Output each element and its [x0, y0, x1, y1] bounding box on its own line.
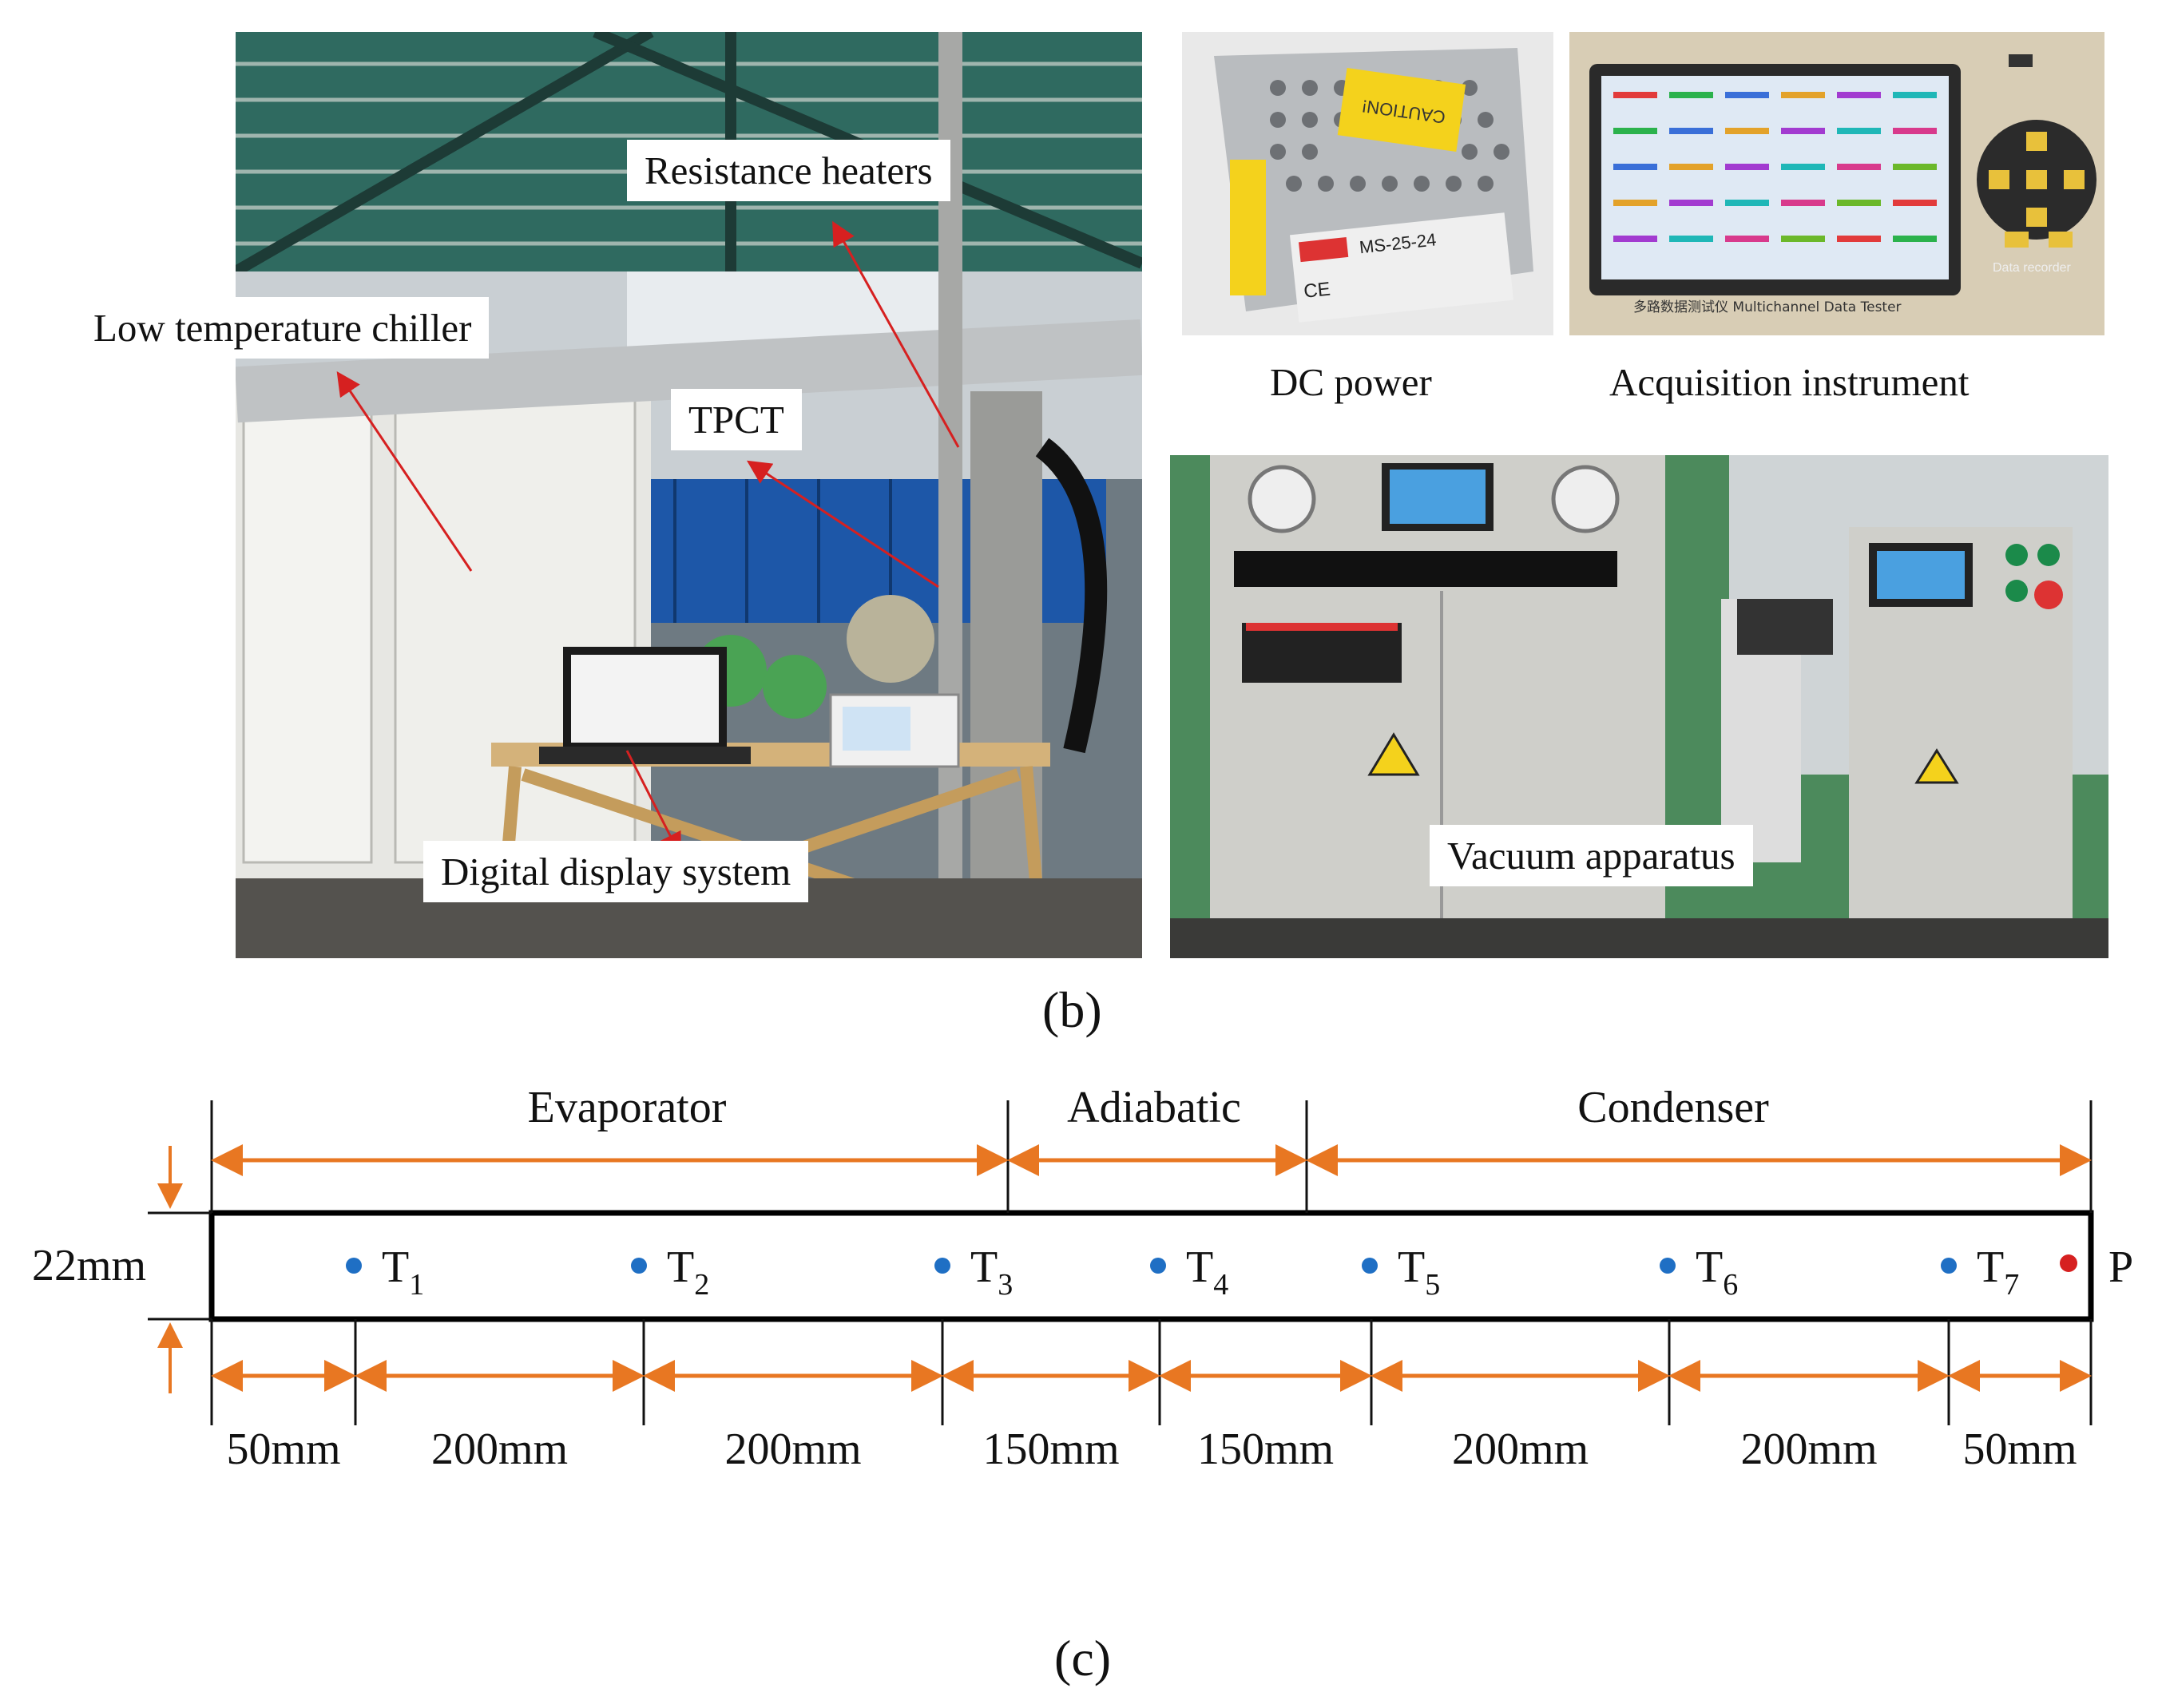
caption-dc-power: DC power: [1270, 360, 1432, 404]
spacing-label: 50mm: [226, 1425, 340, 1474]
spacing-label: 200mm: [1452, 1425, 1589, 1474]
section-label: Evaporator: [528, 1083, 727, 1132]
screen-channel-bar: [1893, 128, 1937, 134]
sensor-subscript: 7: [2004, 1268, 2019, 1302]
screen-channel-bar: [1837, 92, 1881, 98]
screen-channel-bar: [1837, 164, 1881, 170]
screen-channel-bar: [1837, 200, 1881, 206]
screen-channel-bar: [1725, 92, 1769, 98]
data-recorder-label: Data recorder: [1993, 261, 2071, 275]
screen-channel-bar: [1725, 200, 1769, 206]
screen-channel-bar: [1893, 236, 1937, 242]
sensor-label: T6: [1696, 1242, 1738, 1302]
sensor-label: T5: [1398, 1242, 1440, 1302]
diameter-label: 22mm: [32, 1241, 146, 1290]
sensor-subscript: 3: [998, 1268, 1013, 1302]
screen-channel-bar: [1669, 200, 1713, 206]
pressure-label: P: [2108, 1242, 2133, 1292]
screen-channel-bar: [1613, 200, 1657, 206]
screen-channel-bar: [1613, 92, 1657, 98]
multichannel-label: 多路数据测试仪 Multichannel Data Tester: [1633, 299, 1902, 315]
sensor-dot: [1362, 1258, 1378, 1274]
panel-label-c: (c): [1054, 1630, 1112, 1686]
screen-channel-bar: [1781, 164, 1825, 170]
sensor-label: T3: [970, 1242, 1013, 1302]
screen-channel-bar: [1837, 128, 1881, 134]
screen-channel-bar: [1725, 128, 1769, 134]
spacing-label: 200mm: [431, 1425, 568, 1474]
screen-channel-bar: [1781, 92, 1825, 98]
sensor-label: T4: [1186, 1242, 1228, 1302]
sensor-subscript: 6: [1723, 1268, 1738, 1302]
caption-acquisition-instrument: Acquisition instrument: [1609, 360, 1970, 404]
panel-label-b: (b): [1042, 981, 1102, 1038]
screen-channel-bar: [1669, 164, 1713, 170]
spacing-label: 50mm: [1962, 1425, 2077, 1474]
callout-tpct: TPCT: [671, 389, 802, 450]
callout-resistance-heaters: Resistance heaters: [627, 140, 950, 201]
screen-channel-bar: [1669, 92, 1713, 98]
screen-channel-bar: [1613, 236, 1657, 242]
sensor-label: T2: [667, 1242, 709, 1302]
screen-channel-bar: [1613, 164, 1657, 170]
section-label: Adiabatic: [1067, 1083, 1241, 1132]
ce-mark: CE: [1303, 279, 1331, 303]
spacing-label: 200mm: [724, 1425, 861, 1474]
callout-digital-display: Digital display system: [423, 841, 809, 902]
acquisition-instrument-photo: Data recorder 多路数据测试仪 Multichannel Data …: [1569, 32, 2104, 335]
screen-channel-bar: [1669, 236, 1713, 242]
section-label: Condenser: [1577, 1083, 1769, 1132]
spacing-label: 200mm: [1740, 1425, 1877, 1474]
screen-channel-bar: [1725, 164, 1769, 170]
callout-vacuum-apparatus: Vacuum apparatus: [1430, 825, 1753, 886]
callout-low-temp-chiller: Low temperature chiller: [76, 297, 490, 359]
sensor-dot: [1150, 1258, 1166, 1274]
sensor-dot: [1941, 1258, 1957, 1274]
sensor-label: T7: [1977, 1242, 2019, 1302]
pressure-sensor-dot: [2060, 1254, 2077, 1272]
sensor-subscript: 4: [1213, 1268, 1228, 1302]
sensor-subscript: 5: [1425, 1268, 1440, 1302]
spacing-label: 150mm: [982, 1425, 1119, 1474]
sensor-dot: [631, 1258, 647, 1274]
screen-channel-bar: [1893, 164, 1937, 170]
sensor-subscript: 2: [694, 1268, 709, 1302]
sensor-dot: [934, 1258, 950, 1274]
screen-channel-bar: [1893, 92, 1937, 98]
screen-channel-bar: [1613, 128, 1657, 134]
sensor-label: T1: [382, 1242, 424, 1302]
tpct-schematic: 22mm Evaporator Adiabatic Condenser T1 T2 T3…: [32, 1083, 2133, 1474]
spacing-label: 150mm: [1197, 1425, 1334, 1474]
screen-channel-bar: [1781, 128, 1825, 134]
screen-channel-bar: [1837, 236, 1881, 242]
dc-power-photo: CAUTION! MS-25-24 CE: [1182, 32, 1553, 335]
screen-channel-bar: [1669, 128, 1713, 134]
sensor-dot: [1660, 1258, 1676, 1274]
sensor-dot: [346, 1258, 362, 1274]
screen-channel-bar: [1781, 200, 1825, 206]
screen-channel-bar: [1781, 236, 1825, 242]
screen-channel-bar: [1725, 236, 1769, 242]
screen-channel-bar: [1893, 200, 1937, 206]
sensor-subscript: 1: [409, 1268, 424, 1302]
tube-outline: [208, 1210, 2094, 1322]
